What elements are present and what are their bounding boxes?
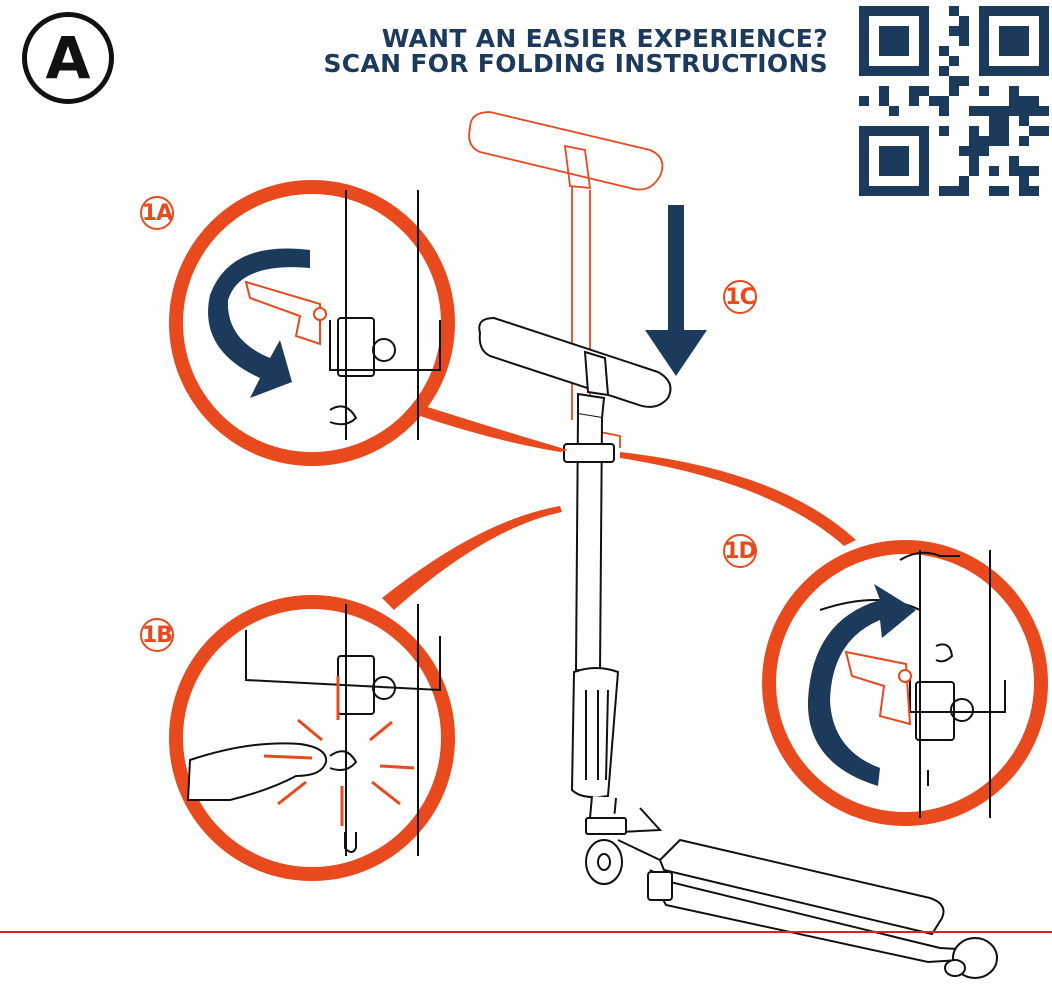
down-arrow-icon bbox=[645, 205, 707, 376]
step-label-1b: 1B bbox=[140, 618, 174, 652]
front-wheel bbox=[585, 817, 673, 885]
callout-connectors bbox=[382, 404, 856, 610]
section-badge: A bbox=[22, 12, 114, 104]
handlebar bbox=[478, 316, 672, 420]
step-label-1d: 1D bbox=[723, 534, 757, 568]
rotate-arrow-icon bbox=[807, 584, 916, 786]
rotate-arrow-icon bbox=[208, 248, 310, 398]
deck bbox=[647, 838, 998, 979]
headline: WANT AN EASIER EXPERIENCE? SCAN FOR FOLD… bbox=[324, 26, 829, 76]
step-label-1c: 1C bbox=[723, 280, 757, 314]
headline-line-2: SCAN FOR FOLDING INSTRUCTIONS bbox=[323, 49, 828, 78]
qr-code-icon[interactable] bbox=[855, 2, 1051, 218]
closeup-1d bbox=[762, 540, 1048, 826]
closeup-1b bbox=[169, 595, 455, 881]
press-flash bbox=[263, 676, 415, 826]
headline-line-1: WANT AN EASIER EXPERIENCE? bbox=[381, 24, 828, 53]
step-label-1a: 1A bbox=[140, 196, 174, 230]
closeup-1a bbox=[169, 180, 455, 466]
stem bbox=[563, 413, 663, 834]
